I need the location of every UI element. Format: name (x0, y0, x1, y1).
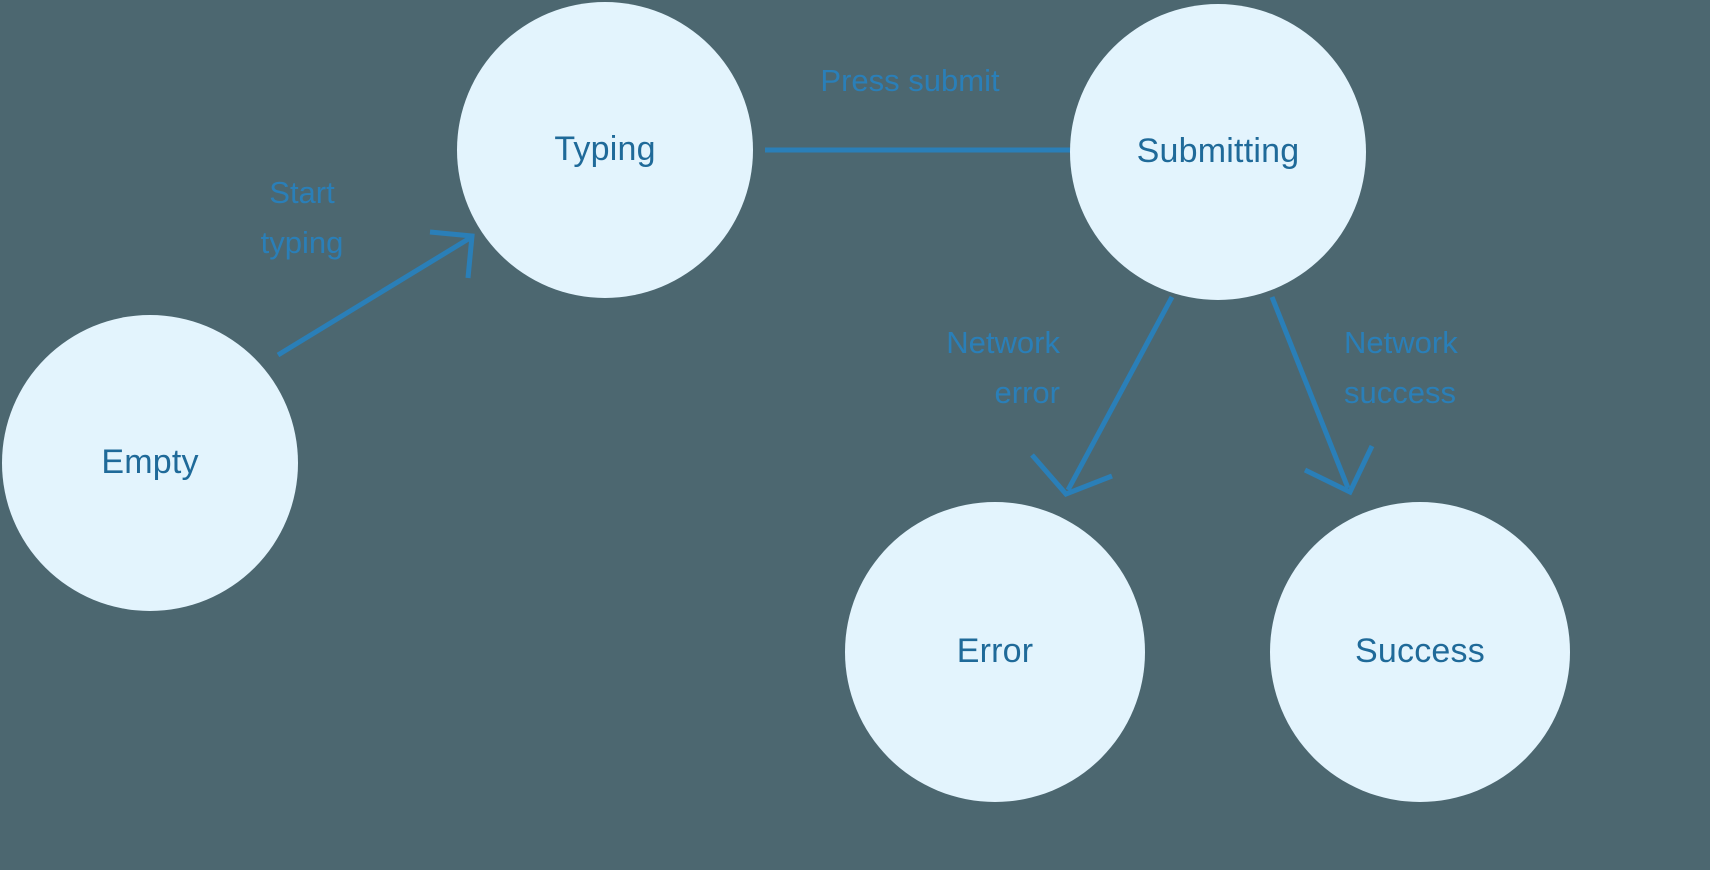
node-typing[interactable]: Typing (457, 2, 753, 298)
edge-label-network-error: Network error (946, 325, 1060, 411)
node-typing-label: Typing (554, 130, 656, 169)
node-empty[interactable]: Empty (2, 315, 298, 611)
node-submitting-label: Submitting (1136, 132, 1300, 171)
edge-label-press-submit: Press submit (820, 63, 1000, 98)
edge-submitting-to-success (1269, 296, 1375, 496)
edge-label-start-typing: Start typing (260, 175, 344, 261)
node-submitting[interactable]: Submitting (1070, 4, 1366, 300)
node-success-label: Success (1355, 632, 1485, 671)
node-error[interactable]: Error (845, 502, 1145, 802)
edge-submitting-to-error (1030, 295, 1175, 497)
edge-empty-to-typing (276, 229, 475, 358)
edge-label-network-success: Network success (1344, 325, 1458, 411)
node-empty-label: Empty (101, 443, 199, 482)
node-success[interactable]: Success (1270, 502, 1570, 802)
node-error-label: Error (956, 632, 1034, 671)
